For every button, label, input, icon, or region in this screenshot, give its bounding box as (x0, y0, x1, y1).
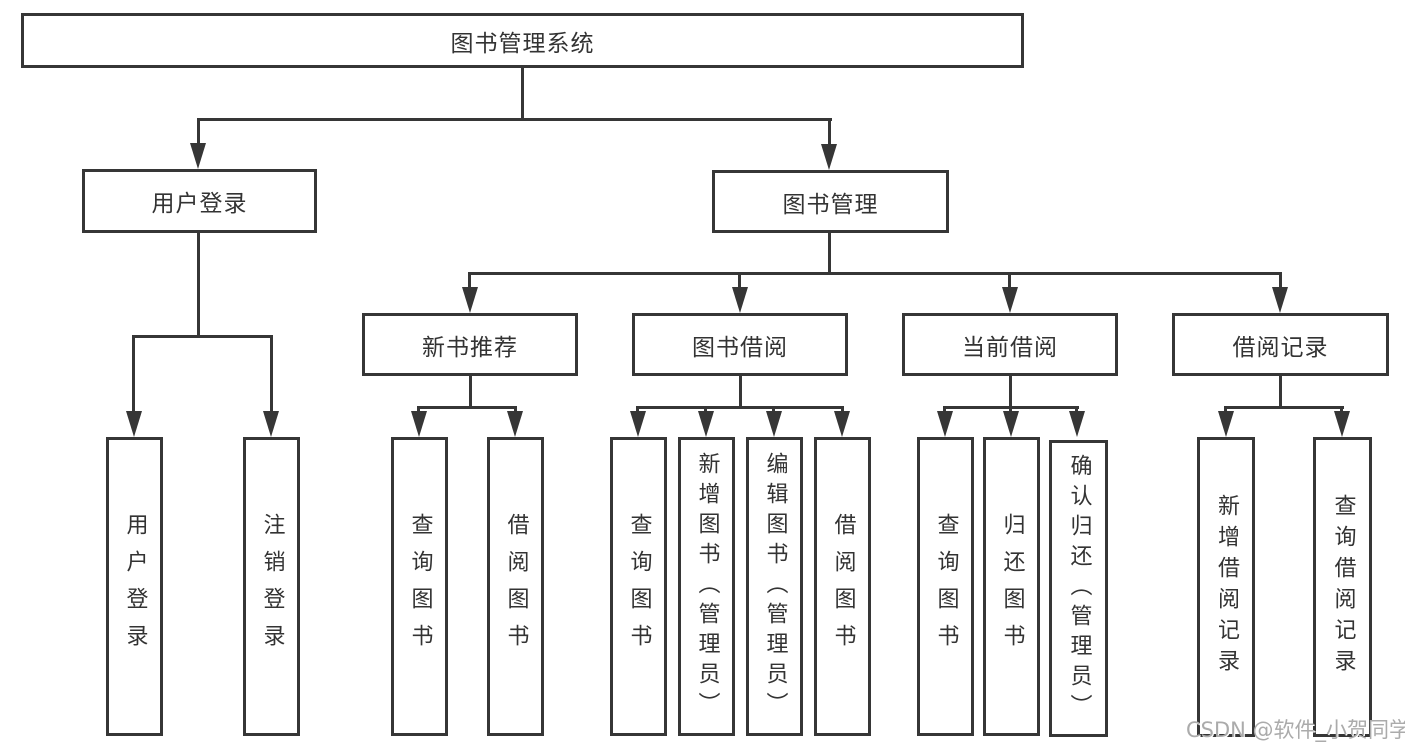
connector-recommend-down (469, 376, 472, 409)
connector-records-down (1279, 376, 1282, 409)
node-label: 图书管理系统 (450, 30, 595, 57)
arrow-down-icon (937, 411, 953, 437)
leaf-borrow-books-recommend: 借阅图书 (487, 437, 544, 736)
arrow-down-icon (821, 144, 837, 170)
connector-leaf-stem (1009, 406, 1012, 415)
leaf-confirm-return-admin: 确认归还（管理员） (1049, 440, 1108, 737)
leaf-user-login: 用户登录 (106, 437, 163, 736)
leaf-label: 查询图书 (933, 512, 959, 661)
connector-l3-stem (738, 272, 741, 290)
connector-leaf-stem (841, 406, 844, 415)
arrow-down-icon (462, 287, 478, 313)
node-book-management: 图书管理 (712, 170, 949, 233)
connector-book-mgmt-stem (828, 118, 831, 149)
arrow-down-icon (1272, 287, 1288, 313)
leaf-add-borrow-record: 新增借阅记录 (1197, 437, 1255, 737)
arrow-down-icon (1334, 411, 1350, 437)
leaf-label: 确认归还（管理员） (1066, 453, 1092, 724)
leaf-return-book: 归还图书 (983, 437, 1040, 736)
node-label: 当前借阅 (962, 334, 1058, 361)
arrow-down-icon (1218, 411, 1234, 437)
leaf-label: 新增图书（管理员） (694, 451, 720, 722)
connector-l3-stem (1008, 272, 1011, 290)
connector-borrowing-hline (636, 406, 844, 409)
connector-leaf-stem (943, 406, 946, 415)
node-current-borrowing: 当前借阅 (902, 313, 1118, 376)
leaf-label: 编辑图书（管理员） (762, 451, 788, 722)
connector-book-mgmt-down (828, 233, 831, 275)
arrow-down-icon (1002, 287, 1018, 313)
leaf-edit-book-admin: 编辑图书（管理员） (746, 437, 803, 736)
leaf-label: 新增借阅记录 (1214, 494, 1239, 680)
arrow-down-icon (766, 411, 782, 437)
arrow-down-icon (698, 411, 714, 437)
leaf-query-books-current: 查询图书 (917, 437, 974, 736)
watermark: CSDN @软件_小贺同学 (1186, 718, 1405, 742)
arrow-down-icon (834, 411, 850, 437)
arrow-down-icon (190, 143, 206, 169)
leaf-query-borrow-record: 查询借阅记录 (1313, 437, 1372, 737)
arrow-down-icon (126, 411, 142, 437)
connector-recommend-hline (417, 406, 517, 409)
leaf-label: 借阅图书 (830, 512, 856, 661)
arrow-down-icon (732, 287, 748, 313)
connector-root-stem (521, 68, 524, 119)
connector-user-login-down (197, 233, 200, 338)
node-library-management-system: 图书管理系统 (21, 13, 1024, 68)
leaf-label: 归还图书 (999, 512, 1025, 661)
leaf-label: 注销登录 (259, 512, 285, 661)
node-label: 新书推荐 (422, 334, 518, 361)
connector-leaf-stem (1224, 406, 1227, 415)
leaf-borrow-books-borrowing: 借阅图书 (814, 437, 871, 736)
connector-root-hline (197, 118, 832, 121)
connector-current-down (1009, 376, 1012, 409)
connector-leaf-stem (636, 406, 639, 415)
leaf-label: 用户登录 (122, 512, 148, 661)
node-new-book-recommend: 新书推荐 (362, 313, 578, 376)
leaf-logout: 注销登录 (243, 437, 300, 736)
arrow-down-icon (630, 411, 646, 437)
connector-l3-stem (468, 272, 471, 290)
leaf-query-books-recommend: 查询图书 (391, 437, 448, 736)
connector-leaf-stem (132, 335, 135, 413)
node-user-login: 用户登录 (82, 169, 317, 233)
connector-book-mgmt-hline (468, 272, 1282, 275)
connector-leaf-stem (514, 406, 517, 415)
connector-leaf-stem (1075, 406, 1078, 415)
leaf-label: 查询图书 (626, 512, 652, 661)
leaf-query-books-borrowing: 查询图书 (610, 437, 667, 736)
node-book-borrowing: 图书借阅 (632, 313, 848, 376)
connector-user-login-stem (197, 118, 200, 148)
connector-borrowing-down (739, 376, 742, 409)
node-label: 图书管理 (782, 191, 879, 218)
connector-leaf-stem (772, 406, 775, 415)
node-label: 用户登录 (151, 191, 248, 217)
node-borrowing-records: 借阅记录 (1172, 313, 1389, 376)
connector-leaf-stem (417, 406, 420, 415)
leaf-label: 查询图书 (407, 512, 433, 661)
arrow-down-icon (1003, 411, 1019, 437)
connector-l3-stem (1279, 272, 1282, 290)
node-label: 图书借阅 (692, 334, 788, 361)
connector-user-login-hline (132, 335, 273, 338)
connector-leaf-stem (270, 335, 273, 413)
connector-leaf-stem (704, 406, 707, 415)
leaf-add-book-admin: 新增图书（管理员） (678, 437, 735, 736)
connector-leaf-stem (1340, 406, 1343, 415)
node-label: 借阅记录 (1232, 334, 1329, 361)
arrow-down-icon (411, 411, 427, 437)
arrow-down-icon (1069, 411, 1085, 437)
arrow-down-icon (263, 411, 279, 437)
arrow-down-icon (507, 411, 523, 437)
leaf-label: 查询借阅记录 (1330, 494, 1356, 680)
leaf-label: 借阅图书 (503, 512, 529, 661)
connector-records-hline (1224, 406, 1344, 409)
